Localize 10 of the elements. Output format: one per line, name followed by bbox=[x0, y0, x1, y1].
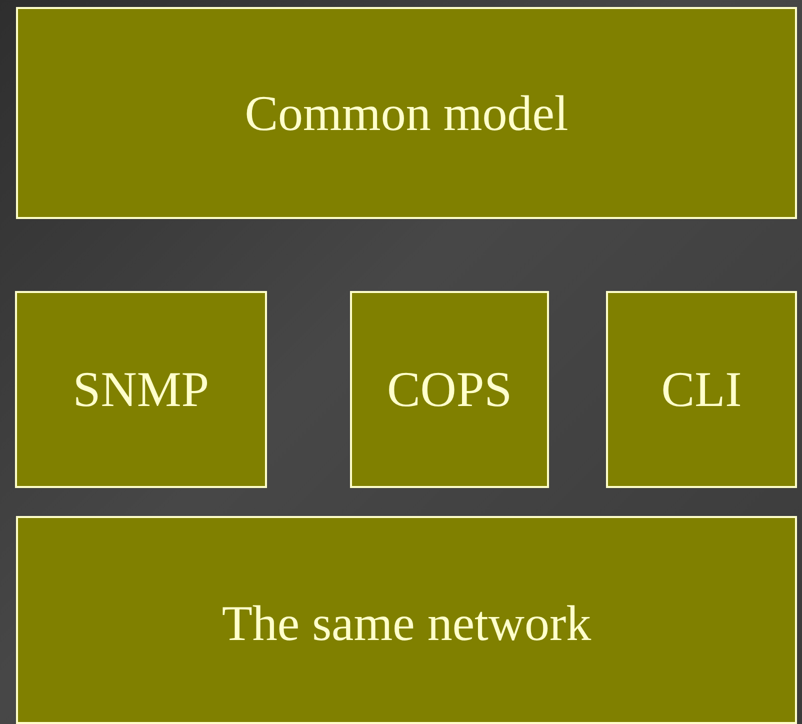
layer-label: SNMP bbox=[72, 362, 210, 417]
layer-label: CLI bbox=[661, 362, 742, 417]
layer-box bbox=[606, 291, 797, 488]
layer-label: COPS bbox=[386, 362, 512, 417]
layer-label: The same network bbox=[222, 596, 592, 651]
layer-box bbox=[350, 291, 549, 488]
layer-label: Common model bbox=[244, 86, 568, 140]
layer-box bbox=[16, 516, 797, 724]
layer-box bbox=[16, 7, 797, 219]
layer-box bbox=[15, 291, 267, 488]
